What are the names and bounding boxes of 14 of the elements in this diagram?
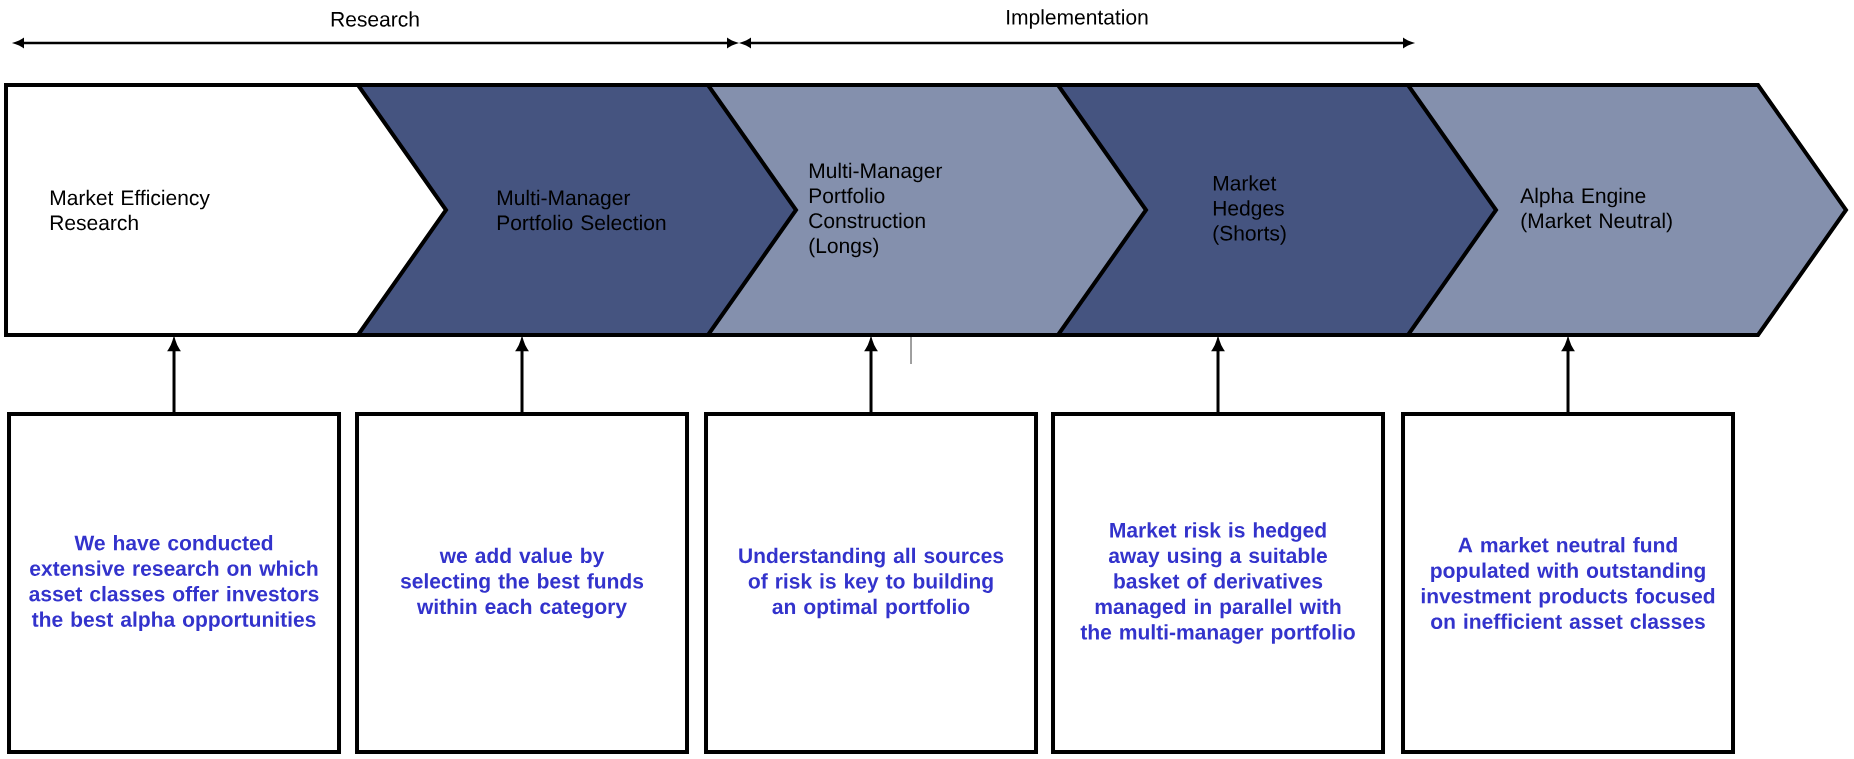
arrow (168, 339, 180, 412)
arrow (1562, 339, 1574, 412)
text-box: We have conducted extensive research on which asset classes offer investors the best alpha opportunities (7, 412, 341, 754)
process-step: Alpha Engine (Market Neutral) (1402, 83, 1849, 337)
process-step: Market Efficiency Research (4, 83, 449, 337)
phase-label: Research (331, 11, 419, 27)
text-box: Market risk is hedged away using a suitable basket of derivatives managed in parallel with the multi-manager portfolio (1051, 412, 1385, 754)
arrow (1212, 339, 1224, 412)
arrow (865, 339, 877, 412)
text-box: A market neutral fund populated with outstanding investment products focused on inefficient asset classes (1401, 412, 1735, 754)
phase-label: Implementation (1007, 9, 1148, 29)
text-box: we add value by selecting the best funds within each category (355, 412, 689, 754)
arrow (516, 339, 528, 412)
text-box: Understanding all sources of risk is key to building an optimal portfolio (704, 412, 1038, 754)
